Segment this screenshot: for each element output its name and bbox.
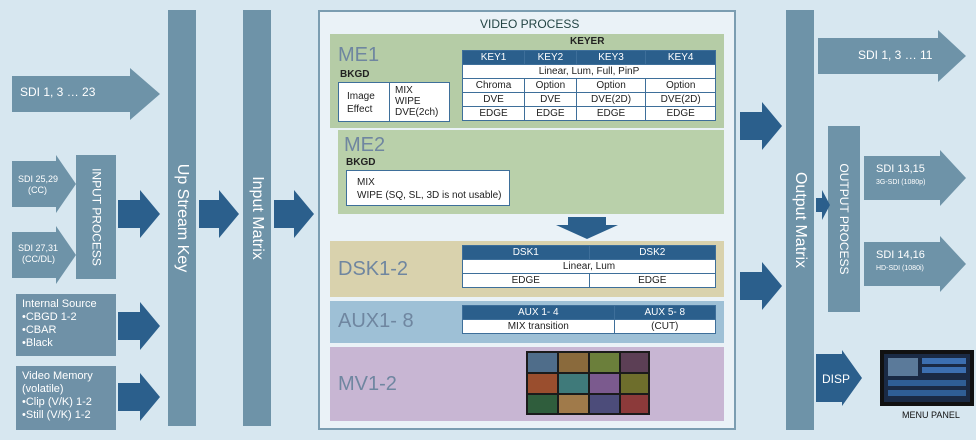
- me1-label: ME1: [338, 44, 380, 66]
- video-memory-box: Video Memory (volatile) •Clip (V/K) 1-2 …: [16, 366, 116, 430]
- sdi-input-arrow: [12, 68, 160, 120]
- up-stream-key-bar: Up Stream Key: [168, 10, 196, 426]
- dsk-table: DSK1 DSK2 Linear, Lum EDGE EDGE: [462, 245, 716, 288]
- key1-dve: DVE: [461, 92, 526, 107]
- usk-to-matrix-arrow: [199, 190, 239, 238]
- key1-edge: EDGE: [461, 106, 526, 121]
- key4-header: KEY4: [645, 50, 716, 65]
- dsk2-edge: EDGE: [588, 273, 716, 288]
- disp-label: DISP: [822, 372, 851, 386]
- sdi-input-label: SDI 1, 3 … 23: [20, 85, 96, 99]
- matrix-to-output-process-arrow: [816, 190, 830, 220]
- key4-option: Option: [645, 78, 716, 93]
- aux-cut: (CUT): [613, 319, 717, 334]
- key3-dve: DVE(2D): [575, 92, 647, 107]
- menu-panel-image: [880, 350, 974, 406]
- key4-dve: DVE(2D): [645, 92, 716, 107]
- dsk2-header: DSK2: [588, 245, 716, 260]
- matrix-to-vp-arrow: [274, 190, 314, 238]
- keyer-title: KEYER: [570, 36, 605, 47]
- dsk-label: DSK1-2: [338, 258, 409, 280]
- input-matrix-bar: Input Matrix: [243, 10, 271, 426]
- aux1-4-header: AUX 1- 4: [462, 305, 615, 320]
- image-effect-label: Image Effect: [347, 91, 375, 115]
- key2-option: Option: [524, 78, 577, 93]
- me2-bkgd-label: BKGD: [346, 157, 376, 168]
- menu-panel-label: MENU PANEL: [902, 410, 960, 420]
- dsk1-edge: EDGE: [462, 273, 590, 288]
- aux-table: AUX 1- 4 AUX 5- 8 MIX transition (CUT): [462, 305, 717, 334]
- input-process-arrow: [118, 190, 160, 238]
- key2-edge: EDGE: [524, 106, 577, 121]
- sdi-25-29-label: SDI 25,29(CC): [18, 174, 59, 195]
- sdi-27-31-label: SDI 27,31(CC/DL): [18, 243, 59, 264]
- output-matrix-bar: Output Matrix: [786, 10, 814, 430]
- vp-to-output-arrow-1: [740, 102, 782, 150]
- aux-label: AUX1- 8: [338, 310, 414, 332]
- multiviewer-thumbnail: [526, 351, 650, 415]
- sdi-13-15-arrow: [864, 150, 966, 206]
- key4-edge: EDGE: [645, 106, 716, 121]
- me-down-arrow: [556, 217, 618, 239]
- key3-option: Option: [575, 78, 647, 93]
- me2-label: ME2: [344, 134, 386, 156]
- key2-header: KEY2: [524, 50, 577, 65]
- sdi-13-15-label: SDI 13,15 3G-SDI (1080p): [876, 163, 926, 186]
- aux-mix-transition: MIX transition: [462, 319, 615, 334]
- sdi-14-16-arrow: [864, 236, 966, 292]
- aux5-8-header: AUX 5- 8: [613, 305, 717, 320]
- vp-to-output-arrow-2: [740, 262, 782, 310]
- video-process-title: VIDEO PROCESS: [480, 17, 580, 31]
- internal-source-box: Internal Source •CBGD 1-2 •CBAR •Black: [16, 294, 116, 356]
- key1-option: Chroma: [461, 78, 526, 93]
- dsk1-header: DSK1: [462, 245, 590, 260]
- dsk-types: Linear, Lum: [462, 259, 716, 274]
- sdi-27-31-arrow: [12, 226, 76, 284]
- internal-source-arrow: [118, 302, 160, 350]
- sdi-14-16-label: SDI 14,16 HD-SDI (1080i): [876, 249, 925, 272]
- input-process-box: INPUT PROCESS: [76, 155, 116, 279]
- me1-bkgd-modes: MIX WIPE DVE(2ch): [395, 85, 439, 118]
- key-types: Linear, Lum, Full, PinP: [462, 64, 716, 79]
- sdi-25-29-arrow: [12, 155, 76, 213]
- sdi-output-label: SDI 1, 3 … 11: [858, 48, 933, 62]
- key1-header: KEY1: [461, 50, 526, 65]
- key3-edge: EDGE: [575, 106, 647, 121]
- key3-header: KEY3: [575, 50, 647, 65]
- keyer-table: KEY1 KEY2 KEY3 KEY4 Linear, Lum, Full, P…: [461, 50, 716, 121]
- me1-bkgd-box: Image Effect MIX WIPE DVE(2ch): [338, 82, 450, 122]
- me1-bkgd-label: BKGD: [340, 69, 370, 80]
- sdi-output-arrow: [818, 30, 966, 82]
- video-memory-arrow: [118, 373, 160, 421]
- mv-label: MV1-2: [338, 373, 397, 395]
- disp-arrow: [816, 350, 862, 406]
- key2-dve: DVE: [524, 92, 577, 107]
- me2-modes-box: MIX WIPE (SQ, SL, 3D is not usable): [346, 170, 510, 206]
- output-process-box: OUTPUT PROCESS: [828, 126, 860, 312]
